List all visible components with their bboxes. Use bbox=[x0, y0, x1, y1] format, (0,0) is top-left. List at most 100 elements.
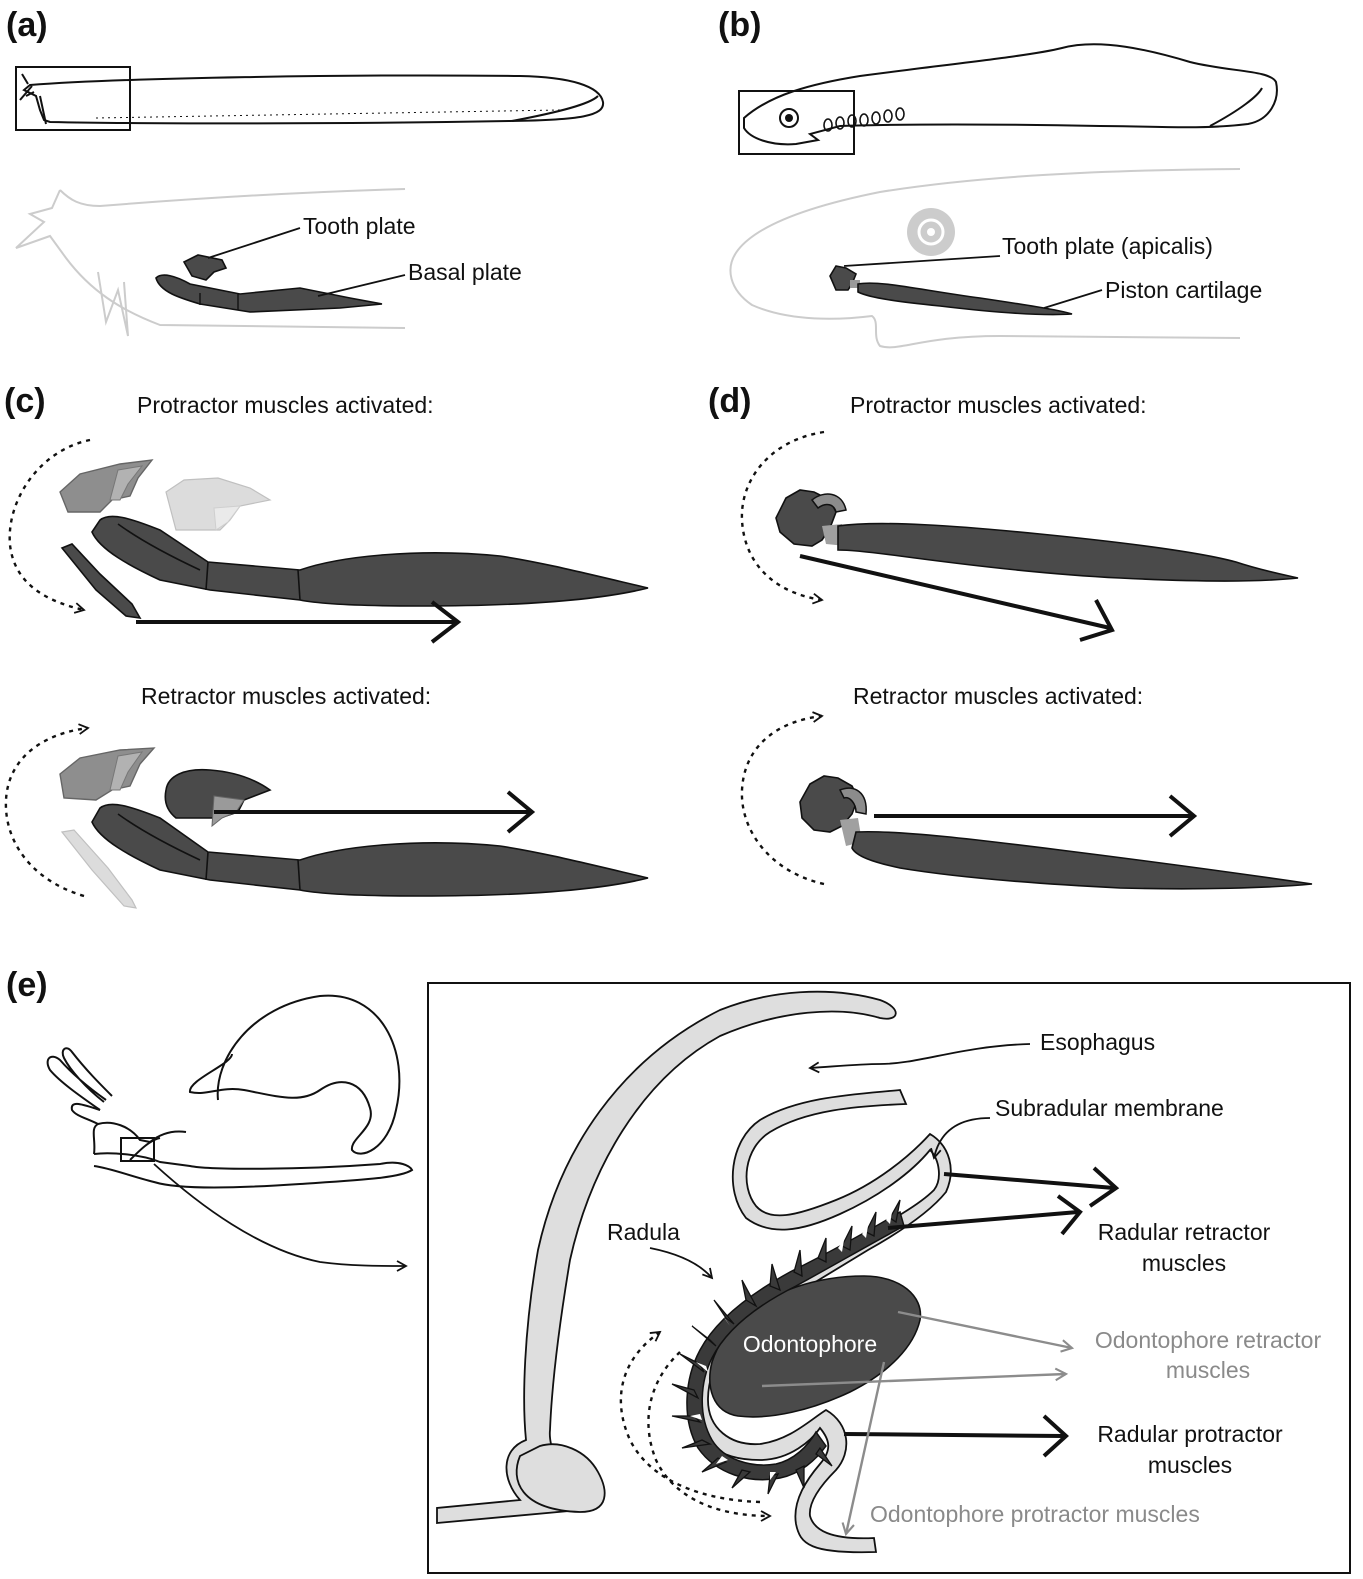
radula-tooth-highlights bbox=[690, 1212, 892, 1480]
odontophore-retractor-label-1: Odontophore retractor bbox=[1095, 1327, 1322, 1353]
piston-cartilage-b bbox=[857, 282, 1073, 316]
panel-b-label: (b) bbox=[718, 6, 761, 44]
radular-retractor-label-2: muscles bbox=[1142, 1250, 1226, 1276]
radular-protractor-label-1: Radular protractor bbox=[1097, 1421, 1283, 1447]
d2-force-arrow-head bbox=[1168, 794, 1198, 838]
tooth-plate-b-leader bbox=[843, 255, 1001, 267]
panel-e: (e) bbox=[6, 966, 1351, 1574]
radula-ribbon bbox=[686, 1210, 905, 1481]
c1-tooth-plate-active bbox=[60, 543, 142, 620]
d1-force-arrow-head bbox=[1079, 599, 1115, 642]
lamprey-body bbox=[743, 43, 1278, 146]
panel-a: (a) Tooth plate Basal plate bbox=[6, 6, 605, 337]
radula-motion-arrow-inner bbox=[647, 1351, 772, 1522]
c2-basal-plate-joints bbox=[117, 813, 301, 891]
basal-plate-a bbox=[155, 274, 383, 313]
snail-inset-box bbox=[120, 1137, 155, 1162]
panel-b: (b) Tooth plate (apicalis) Piston cartil… bbox=[718, 6, 1278, 349]
piston-connector-b bbox=[850, 280, 860, 288]
radular-protractor-arrow-head bbox=[1042, 1414, 1069, 1458]
radula-label: Radula bbox=[607, 1219, 680, 1245]
panel-b-inset-box bbox=[738, 90, 855, 155]
basal-plate-a-label: Basal plate bbox=[408, 259, 522, 285]
tooth-plate-a-leader bbox=[207, 227, 301, 259]
radular-retractor-arrow-1 bbox=[943, 1172, 1115, 1190]
d2-rotation-arrow bbox=[740, 711, 825, 886]
panel-c-protractor-label: Protractor muscles activated: bbox=[137, 392, 434, 418]
basal-plate-a-leader bbox=[317, 274, 406, 297]
c1-tooth-plate-ghost-1-inner bbox=[109, 465, 144, 501]
hagfish-body bbox=[22, 74, 605, 125]
odontophore-label: Odontophore bbox=[743, 1331, 877, 1357]
esophagus-base bbox=[515, 1443, 606, 1513]
odontophore-retractor-arrow-2 bbox=[761, 1367, 1069, 1388]
snail-head bbox=[70, 1103, 187, 1155]
panel-a-label: (a) bbox=[6, 6, 48, 44]
d2-piston-cartilage bbox=[851, 830, 1313, 890]
panel-d-label: (d) bbox=[708, 382, 751, 420]
c2-force-arrow-head bbox=[506, 790, 536, 834]
odontophore-retractor-arrow-1 bbox=[897, 1310, 1075, 1353]
tooth-plate-b bbox=[829, 265, 857, 291]
hagfish-tail-fold bbox=[511, 95, 599, 122]
d1-apicalis-hook bbox=[810, 493, 847, 513]
c2-tooth-plate-active bbox=[164, 768, 272, 819]
panel-c-retractor-label: Retractor muscles activated: bbox=[141, 683, 431, 709]
radular-protractor-label-2: muscles bbox=[1148, 1452, 1232, 1478]
radula-inset-frame bbox=[427, 982, 1351, 1574]
lamprey-gill-openings bbox=[823, 107, 905, 132]
radular-retractor-arrow-2-head bbox=[1056, 1194, 1083, 1236]
subradular-membrane-leader bbox=[930, 1117, 991, 1160]
lamprey-head-ghost bbox=[729, 168, 1241, 349]
radular-retractor-arrow-2 bbox=[887, 1210, 1079, 1230]
panel-d: (d) Protractor muscles activated: Retrac… bbox=[708, 382, 1313, 890]
lamprey-eye-pupil bbox=[785, 114, 793, 122]
basal-plate-a-joints bbox=[199, 293, 239, 310]
radular-retractor-label-1: Radular retractor bbox=[1098, 1219, 1271, 1245]
c1-tooth-plate-ghost-2 bbox=[165, 477, 272, 531]
d2-apicalis-hook bbox=[838, 787, 867, 815]
odontophore-protractor-label: Odontophore protractor muscles bbox=[870, 1501, 1200, 1527]
lamprey-eye bbox=[779, 108, 799, 128]
panel-a-inset-box bbox=[15, 66, 131, 131]
lamprey-tail-fold bbox=[1209, 87, 1263, 127]
hagfish-barbels-ghost bbox=[97, 271, 129, 337]
d1-force-arrow bbox=[799, 554, 1111, 630]
c1-basal-plate-joints bbox=[117, 523, 301, 601]
c1-basal-plate bbox=[91, 515, 649, 607]
odontophore-retractor-label-2: muscles bbox=[1166, 1357, 1250, 1383]
panel-c-label: (c) bbox=[4, 382, 46, 420]
c2-basal-plate-ghost bbox=[60, 829, 138, 909]
d1-piston-cartilage bbox=[837, 522, 1299, 582]
radular-protractor-arrow bbox=[843, 1432, 1065, 1438]
tooth-plate-b-label: Tooth plate (apicalis) bbox=[1002, 233, 1213, 259]
hagfish-barbels bbox=[19, 73, 47, 125]
panel-d-retractor-label: Retractor muscles activated: bbox=[853, 683, 1143, 709]
radular-retractor-arrow-1-head bbox=[1088, 1166, 1120, 1208]
radula-leader bbox=[649, 1247, 714, 1280]
snail-shell bbox=[189, 994, 401, 1155]
odontophore-protractor-arrow bbox=[841, 1361, 886, 1537]
tooth-plate-a bbox=[182, 254, 228, 281]
esophagus-wall bbox=[436, 990, 897, 1524]
snail-radula-tiny bbox=[129, 1137, 161, 1161]
hagfish-lateral-line bbox=[95, 109, 561, 119]
tooth-plate-a-label: Tooth plate bbox=[303, 213, 416, 239]
lamprey-eye-ghost-center bbox=[927, 228, 935, 236]
panel-e-label: (e) bbox=[6, 966, 48, 1004]
piston-cartilage-b-leader bbox=[1043, 289, 1103, 309]
c1-tooth-plate-ghost-2-inner bbox=[213, 505, 242, 531]
subradular-membrane-label: Subradular membrane bbox=[995, 1095, 1224, 1121]
hagfish-head-ghost bbox=[15, 188, 406, 329]
c1-force-arrow-head bbox=[430, 600, 462, 644]
piston-cartilage-b-label: Piston cartilage bbox=[1105, 277, 1262, 303]
panel-d-protractor-label: Protractor muscles activated: bbox=[850, 392, 1147, 418]
lamprey-eye-ghost-ring bbox=[917, 218, 945, 246]
esophagus-leader bbox=[808, 1043, 1031, 1074]
esophagus-label: Esophagus bbox=[1040, 1029, 1155, 1055]
c2-tooth-plate-ghost-inner bbox=[109, 751, 144, 791]
snail-body bbox=[93, 1152, 414, 1189]
snail-inset-leader bbox=[153, 1163, 408, 1272]
panel-c: (c) Protractor muscles activated: Retrac… bbox=[4, 382, 649, 909]
